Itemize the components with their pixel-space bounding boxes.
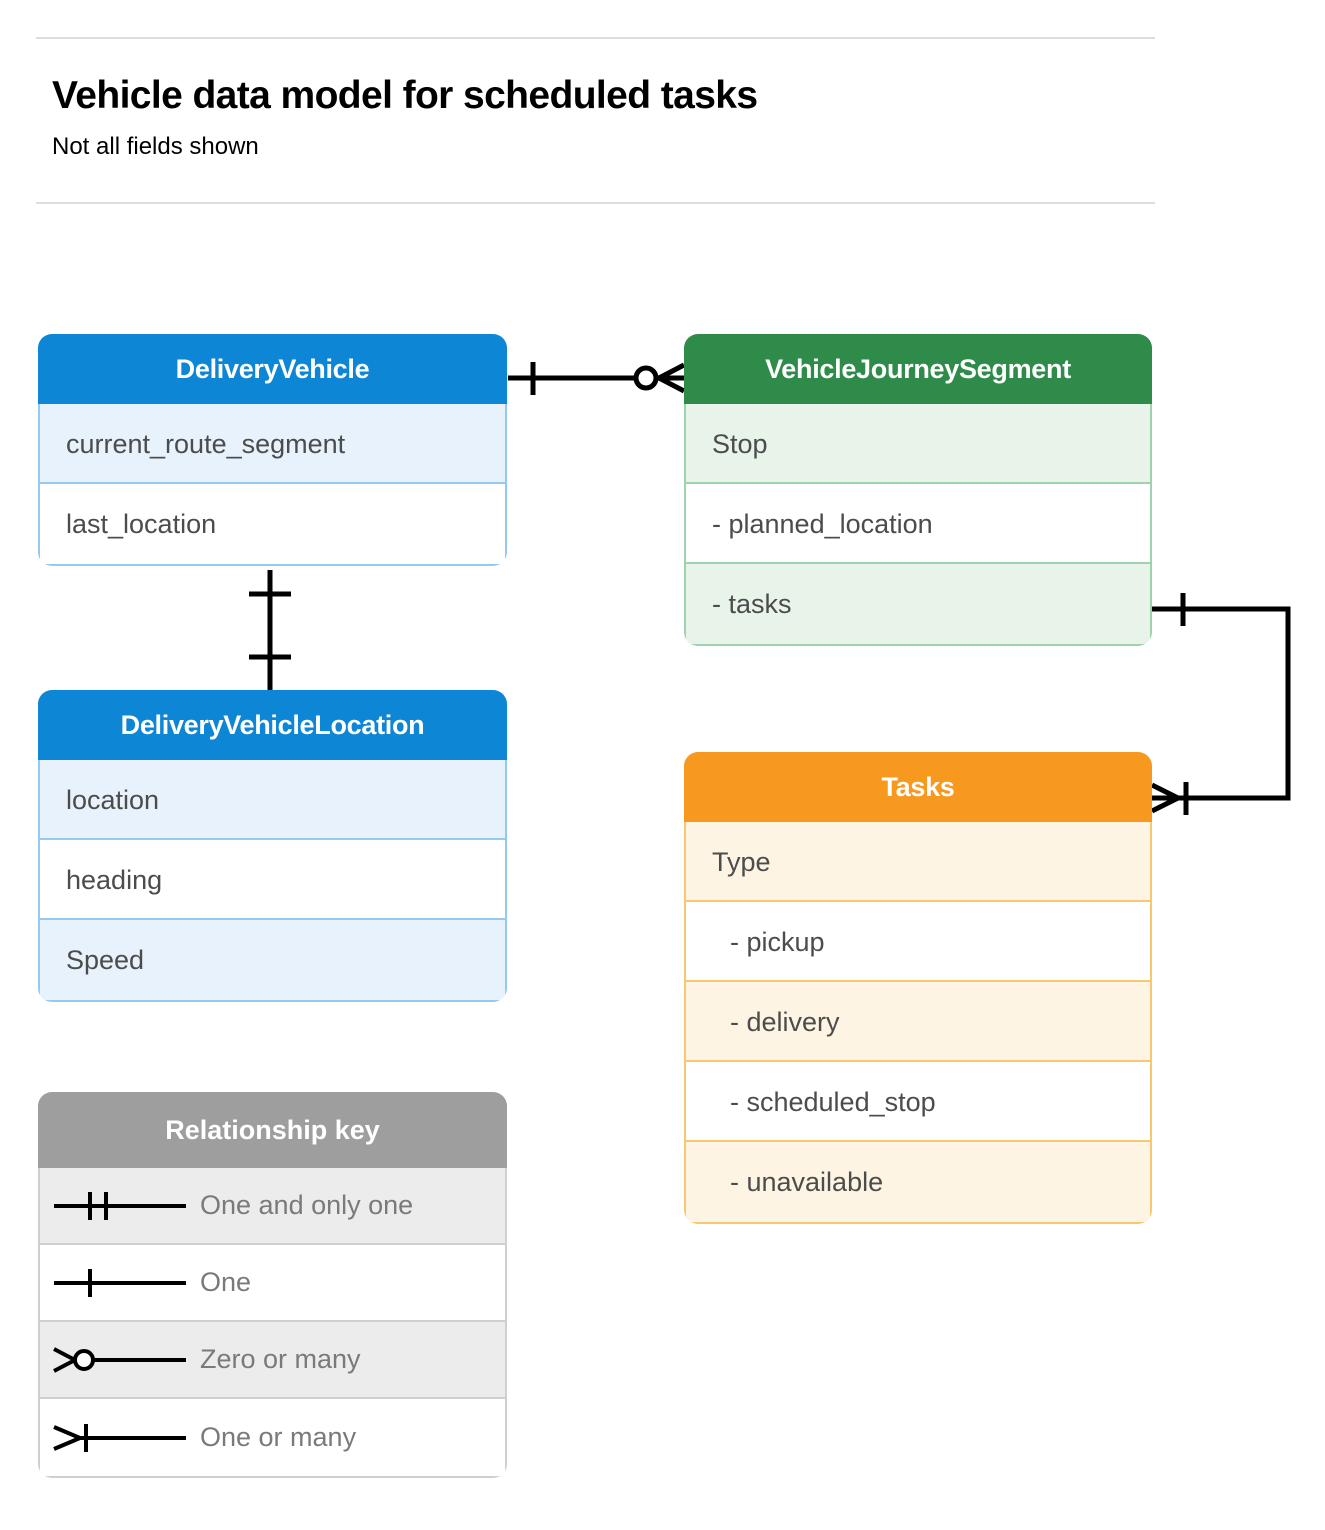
field-row[interactable]: - pickup [686, 902, 1150, 982]
legend-row[interactable]: Zero or many [40, 1322, 505, 1399]
legend-row[interactable]: One and only one [40, 1168, 505, 1245]
field-row[interactable]: Stop [686, 404, 1150, 484]
field-row[interactable]: last_location [40, 484, 505, 564]
entity-delivery-vehicle-location-fields: location heading Speed [38, 760, 507, 1002]
connector-deliveryvehicle-vehiclejourneysegment [508, 362, 686, 395]
entity-vehicle-journey-segment[interactable]: VehicleJourneySegment Stop - planned_loc… [684, 334, 1152, 646]
header-divider-top [36, 37, 1155, 39]
entity-tasks-fields: Type - pickup - delivery - scheduled_sto… [684, 822, 1152, 1224]
one-icon [40, 1245, 200, 1320]
page-title: Vehicle data model for scheduled tasks [52, 74, 758, 117]
legend-title: Relationship key [38, 1092, 507, 1168]
connector-deliveryvehicle-deliveryvehiclelocation [249, 570, 291, 691]
field-row[interactable]: heading [40, 840, 505, 920]
entity-vehicle-journey-segment-fields: Stop - planned_location - tasks [684, 404, 1152, 646]
field-row[interactable]: - tasks [686, 564, 1150, 644]
field-row[interactable]: Speed [40, 920, 505, 1000]
field-row[interactable]: location [40, 760, 505, 840]
legend-row[interactable]: One or many [40, 1399, 505, 1476]
entity-delivery-vehicle-fields: current_route_segment last_location [38, 404, 507, 566]
field-row[interactable]: - planned_location [686, 484, 1150, 564]
entity-delivery-vehicle-title: DeliveryVehicle [38, 334, 507, 404]
legend-label: One or many [200, 1422, 357, 1452]
entity-delivery-vehicle[interactable]: DeliveryVehicle current_route_segment la… [38, 334, 507, 566]
field-row[interactable]: current_route_segment [40, 404, 505, 484]
entity-tasks-title: Tasks [684, 752, 1152, 822]
entity-delivery-vehicle-location[interactable]: DeliveryVehicleLocation location heading… [38, 690, 507, 1002]
legend-row[interactable]: One [40, 1245, 505, 1322]
field-row[interactable]: - delivery [686, 982, 1150, 1062]
one-or-many-icon [40, 1399, 200, 1476]
page-subtitle: Not all fields shown [52, 133, 259, 160]
entity-delivery-vehicle-location-title: DeliveryVehicleLocation [38, 690, 507, 760]
entity-tasks[interactable]: Tasks Type - pickup - delivery - schedul… [684, 752, 1152, 1224]
field-row[interactable]: - unavailable [686, 1142, 1150, 1222]
legend-label: One and only one [200, 1190, 414, 1220]
field-row[interactable]: - scheduled_stop [686, 1062, 1150, 1142]
zero-or-many-icon [40, 1322, 200, 1397]
connector-vehiclejourneysegment-tasks [1150, 593, 1291, 815]
header-divider-bottom [36, 202, 1155, 204]
legend-label: One [200, 1267, 252, 1297]
field-row[interactable]: Type [686, 822, 1150, 902]
relationship-key-legend: Relationship key One and only one [38, 1092, 507, 1478]
legend-label: Zero or many [200, 1344, 361, 1374]
one-and-only-one-icon [40, 1168, 200, 1243]
entity-vehicle-journey-segment-title: VehicleJourneySegment [684, 334, 1152, 404]
legend-rows: One and only one One [38, 1168, 507, 1478]
